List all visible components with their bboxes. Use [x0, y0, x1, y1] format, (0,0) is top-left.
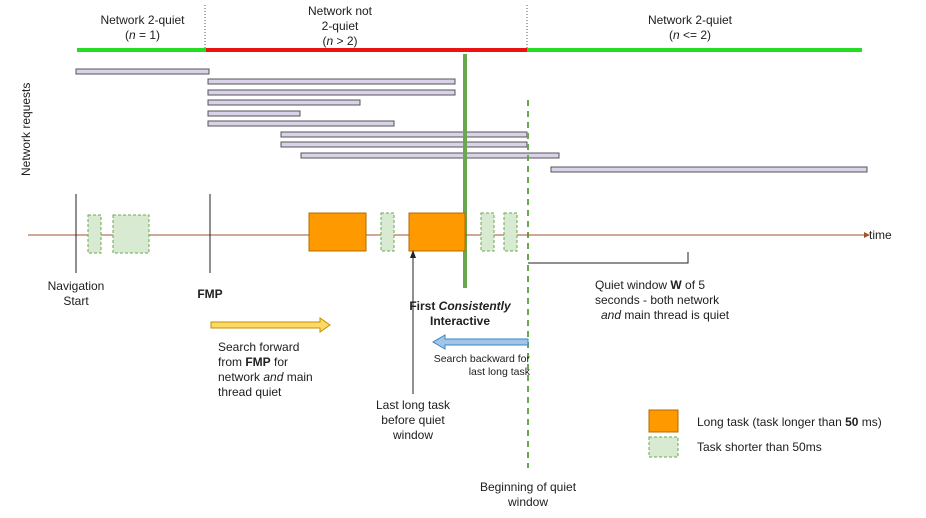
navigation-start-label: Navigation Start [36, 279, 116, 309]
condition-value: <= 2 [679, 28, 708, 42]
request-bar [207, 78, 456, 85]
request-bar [75, 68, 210, 75]
beginning-quiet-window-annotation: Beginning of quiet window [466, 480, 590, 510]
phase-condition: (n = 1) [124, 28, 161, 42]
request-bar [207, 110, 301, 117]
text: Quiet window [595, 278, 671, 292]
request-bar [207, 89, 456, 96]
short-task [503, 212, 518, 252]
condition-value: > 2 [333, 34, 354, 48]
text-italic: and [263, 370, 284, 384]
phase-condition: (n <= 2) [668, 28, 712, 42]
phase-title-line1: Network not [307, 4, 373, 18]
label-line: last long task [468, 366, 530, 378]
network-requests-label: Network requests [19, 82, 33, 176]
label-line: Start [63, 294, 89, 308]
condition-var: n [326, 34, 334, 48]
last-long-task-annotation: Last long task before quiet window [355, 398, 471, 443]
condition-var: n [672, 28, 680, 42]
text-bold: 50 [845, 415, 859, 429]
legend-short-task-swatch [648, 436, 679, 458]
label-line: Search backward for [433, 353, 530, 365]
text: of 5 [681, 278, 706, 292]
quiet-window-annotation: Quiet window W of 5 seconds - both netwo… [595, 278, 765, 323]
timeline-arrowhead [864, 232, 870, 238]
pointer-arrowhead [410, 250, 416, 258]
text-bold: W [670, 278, 682, 292]
label-line: Navigation [47, 279, 105, 293]
label-line: seconds - both network [595, 293, 720, 307]
text: ms) [858, 415, 882, 429]
phase-label-quiet-1: Network 2-quiet (n = 1) [80, 13, 205, 43]
label-line: window [392, 428, 434, 442]
label-line: Beginning of quiet [479, 480, 577, 494]
search-backward-annotation: Search backward for last long task [418, 353, 530, 379]
condition-var: n [128, 28, 136, 42]
long-task [308, 212, 367, 252]
search-forward-annotation: Search forward from FMP for network and … [218, 340, 358, 400]
label-line: network and main [218, 370, 358, 385]
request-bar [207, 120, 395, 127]
text: for [270, 355, 289, 369]
label-line: before quiet [381, 413, 445, 427]
fmp-label: FMP [197, 287, 223, 301]
phase-label-quiet-2: Network 2-quiet (n <= 2) [620, 13, 760, 43]
label-line: and main thread is quiet [595, 308, 765, 323]
text: from [218, 355, 246, 369]
search-forward-arrow [210, 317, 331, 333]
label-line: window [507, 495, 549, 509]
short-task [380, 212, 395, 252]
fci-text: First [409, 299, 439, 313]
request-bar [300, 152, 560, 159]
label-line: Interactive [429, 314, 491, 328]
network-requests [75, 68, 868, 173]
request-bar [207, 99, 361, 106]
label-line: Search forward [218, 340, 300, 354]
phase-title: Network 2-quiet [647, 13, 733, 27]
phase-title: Network 2-quiet [100, 13, 185, 27]
request-bar [550, 166, 868, 173]
fci-text-italic: Consistently [438, 299, 511, 313]
long-task [408, 212, 466, 252]
quiet-window-bracket [528, 252, 689, 264]
text-bold: FMP [245, 355, 271, 369]
phase-title-line2: 2-quiet [321, 19, 359, 33]
legend-short-task-label: Task shorter than 50ms [697, 440, 822, 454]
label-line: from FMP for [218, 355, 358, 370]
request-bar [280, 141, 528, 148]
short-task [87, 214, 102, 254]
legend-long-task-label: Long task (task longer than 50 ms) [697, 415, 922, 430]
text: main [283, 370, 313, 384]
label-line: thread quiet [218, 385, 282, 399]
time-axis-label: time [869, 228, 892, 242]
request-bar [280, 131, 528, 138]
text: network [218, 370, 264, 384]
label-line: Quiet window W of 5 [595, 278, 765, 293]
phase-label-not-quiet: Network not 2-quiet (n > 2) [280, 4, 400, 49]
short-task [112, 214, 150, 254]
text: Long task (task longer than [697, 415, 846, 429]
legend-long-task-swatch [648, 409, 679, 433]
search-backward-arrow [432, 334, 529, 350]
condition-value: = 1 [135, 28, 157, 42]
text: main thread is quiet [621, 308, 730, 322]
phase-condition: (n > 2) [322, 34, 358, 48]
short-task [480, 212, 495, 252]
label-line: First Consistently [400, 299, 520, 314]
label-line: Last long task [375, 398, 451, 412]
fci-label: First Consistently Interactive [400, 299, 520, 329]
text-italic: and [601, 308, 622, 322]
